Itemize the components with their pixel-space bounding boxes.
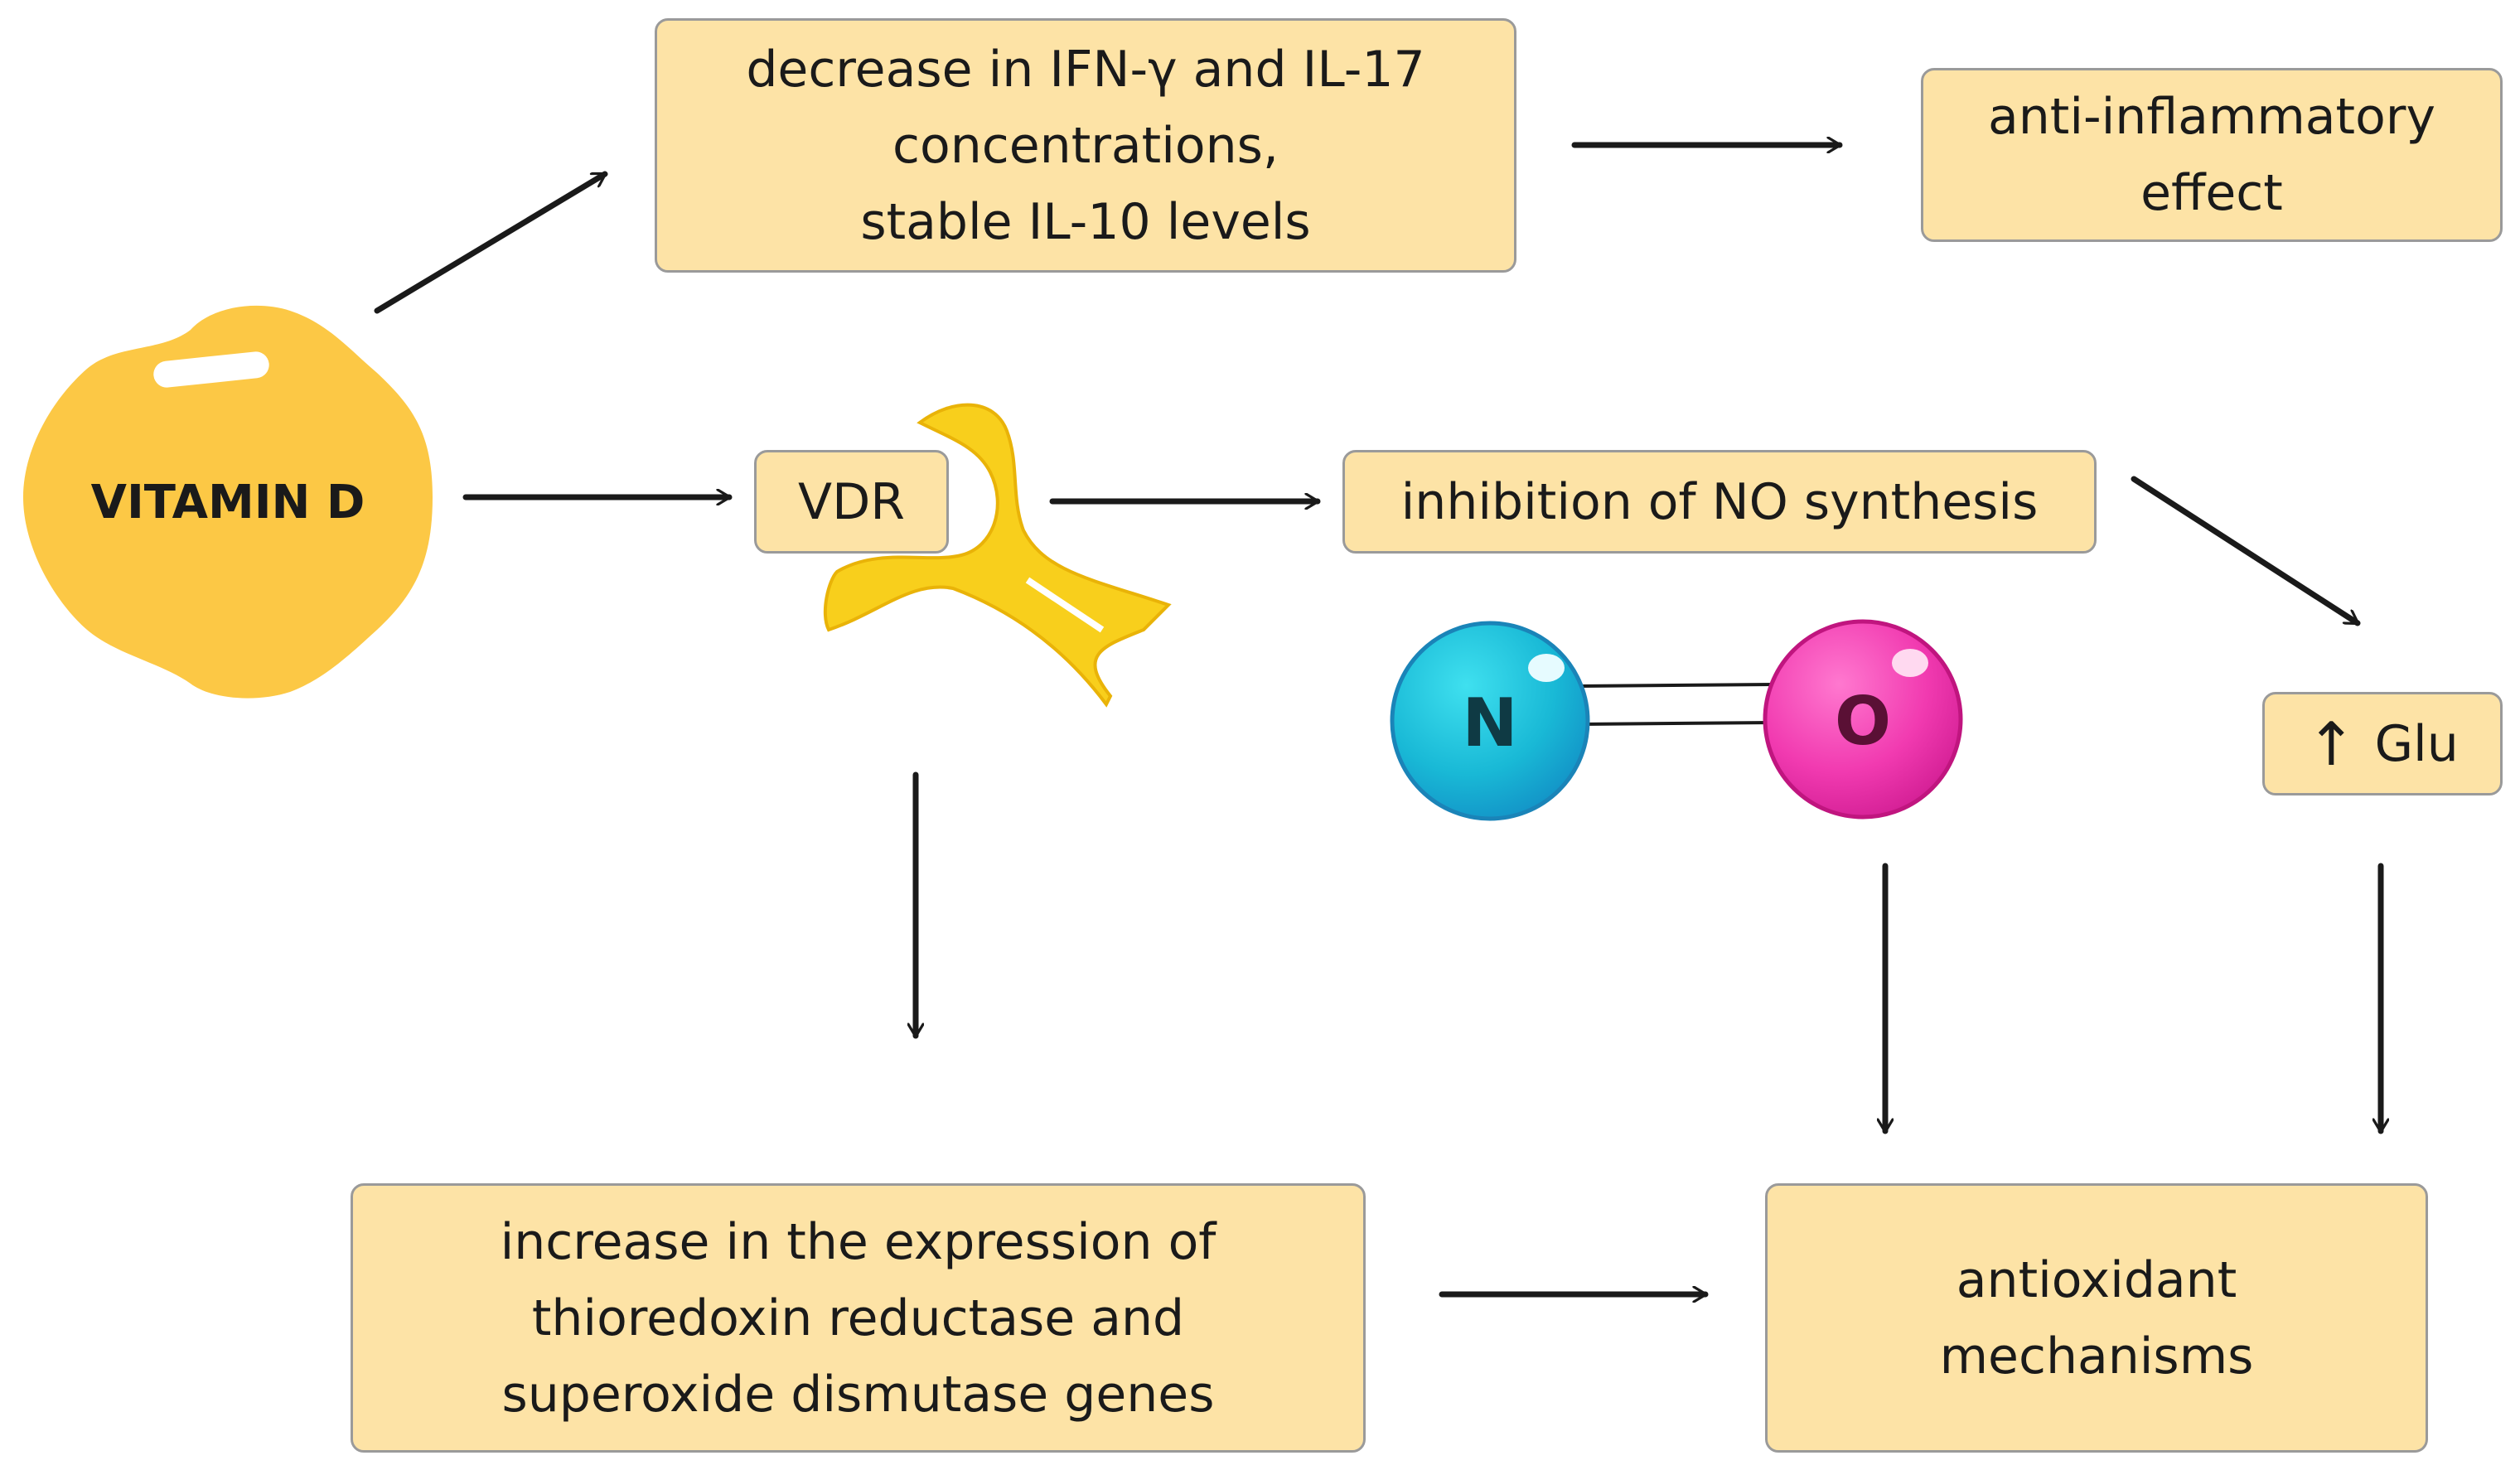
anti-inflammatory-line-1: anti-inflammatory (1988, 88, 2435, 146)
no-synthesis-box: inhibition of NO synthesis (1342, 450, 2097, 554)
nitrogen-label: N (1463, 684, 1518, 762)
anti-inflammatory-line-2: effect (2140, 164, 2283, 222)
oxygen-highlight (1892, 649, 1928, 677)
arrow-vitamin-to-cytokines (374, 171, 608, 314)
antioxidant-line-1: antioxidant (1956, 1250, 2237, 1309)
vitamin-d-label: VITAMIN D (91, 476, 365, 529)
no-molecule-icon: N O (1390, 619, 1963, 821)
cytokines-box: decrease in IFN-γ and IL-17 concentratio… (655, 18, 1516, 273)
glu-box: ↑ Glu (2262, 692, 2503, 795)
gene-expression-line-1: increase in the expression of (500, 1212, 1216, 1271)
up-arrow-icon: ↑ (2306, 708, 2357, 779)
antioxidant-line-2: mechanisms (1939, 1327, 2254, 1385)
gene-expression-line-3: superoxide dismutase genes (501, 1365, 1215, 1424)
nitrogen-highlight (1528, 654, 1565, 682)
vdr-receptor-icon (823, 403, 1172, 708)
gene-expression-box: increase in the expression of thioredoxi… (351, 1183, 1366, 1453)
cytokines-line-2: concentrations, (892, 116, 1279, 175)
glu-label: Glu (2374, 714, 2459, 773)
no-synthesis-label: inhibition of NO synthesis (1400, 472, 2039, 531)
gene-expression-line-2: thioredoxin reductase and (531, 1289, 1185, 1347)
vdr-label: VDR (798, 472, 905, 531)
cytokines-line-1: decrease in IFN-γ and IL-17 (746, 40, 1425, 99)
vdr-box: VDR (754, 450, 949, 554)
vitamin-d-shape (23, 305, 433, 699)
vitamin-d-highlight (153, 351, 269, 388)
arrow-no-to-glu (2131, 476, 2361, 626)
oxygen-label: O (1835, 683, 1891, 760)
double-bond-top (1578, 683, 1774, 688)
antioxidant-box: antioxidant mechanisms (1765, 1183, 2428, 1453)
arrows (374, 145, 2381, 1294)
vitamin-d-node: VITAMIN D (23, 305, 433, 699)
double-bond-bottom (1578, 721, 1774, 726)
anti-inflammatory-box: anti-inflammatory effect (1921, 68, 2503, 242)
cytokines-line-3: stable IL-10 levels (860, 192, 1311, 251)
